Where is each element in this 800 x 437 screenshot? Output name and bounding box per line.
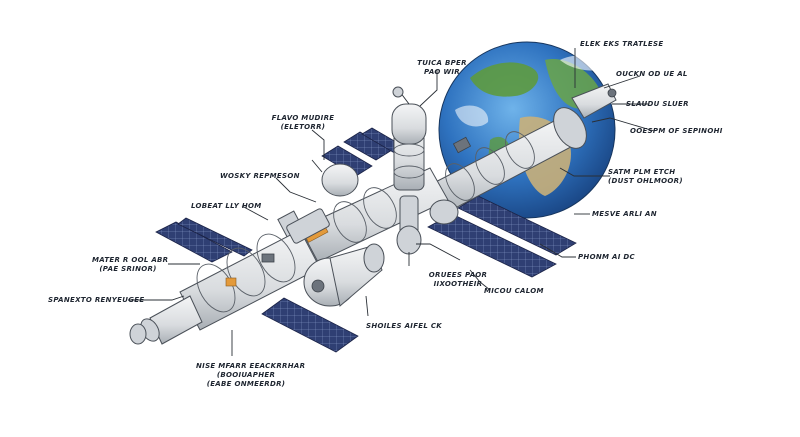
label-right-5: MESVE ARLI AN [592,210,657,218]
label-right-4-line2: (DUST OHLMOOR) [608,177,683,185]
label-top-center-line1: TUICA BPER [417,59,467,67]
label-center-1-line2: IIXOOTHEIR [433,280,483,288]
label-right-3: OOESPM OF SEPINOHI [630,127,723,135]
label-left-1-line1: FLAVO MUDIRE [271,114,335,122]
label-right-2: SLAUDU SLUER [626,100,689,108]
label-top-center-line2: PAO WIR [424,68,460,76]
label-left-5: SPANEXTO RENYEUGEE [48,296,145,304]
label-left-2: WOSKY REPMESON [220,172,300,180]
label-bottom-2-line2: (BOOIUAPHER [216,371,276,379]
label-bottom-2-line3: (EABE ONMEERDR) [206,380,286,388]
station-body [129,83,617,345]
label-center-1: ORUEES PAOR IIXOOTHEIR [426,271,490,289]
label-center-1-line1: ORUEES PAOR [428,271,488,279]
solar-array-right [427,195,577,278]
label-left-4-line1: MATER R OOL ABR [92,256,169,264]
label-left-1: FLAVO MUDIRE (ELETORR) [266,114,340,132]
label-right-1: OUCKN OD UE AL [616,70,688,78]
label-bottom-1: SHOILES AIFEL CK [366,322,443,330]
label-center-2: MICOU CALOM [484,287,544,295]
label-bottom-2: NISE MFARR EEACKRRHAR (BOOIUAPHER (EABE … [196,362,306,389]
label-right-6: PHONM AI DC [578,253,635,261]
label-left-1-line2: (ELETORR) [280,123,326,131]
label-right-4-line1: SATM PLM ETCH [608,168,676,176]
label-top-center: TUICA BPER PAO WIR [414,59,470,77]
label-top-right: ELEK EKS TRATLESE [580,40,664,48]
solar-array-left [155,217,253,263]
label-left-4: MATER R OOL ABR (PAE SRINOR) [92,256,169,274]
label-right-4: SATM PLM ETCH (DUST OHLMOOR) [608,168,683,186]
label-left-3: LOBEAT LLY HOM [191,202,262,210]
label-left-4-line2: (PAE SRINOR) [99,265,157,273]
leader-lines [128,48,655,356]
label-bottom-2-line1: NISE MFARR EEACKRRHAR [196,362,306,370]
solar-array-lower [261,297,359,353]
